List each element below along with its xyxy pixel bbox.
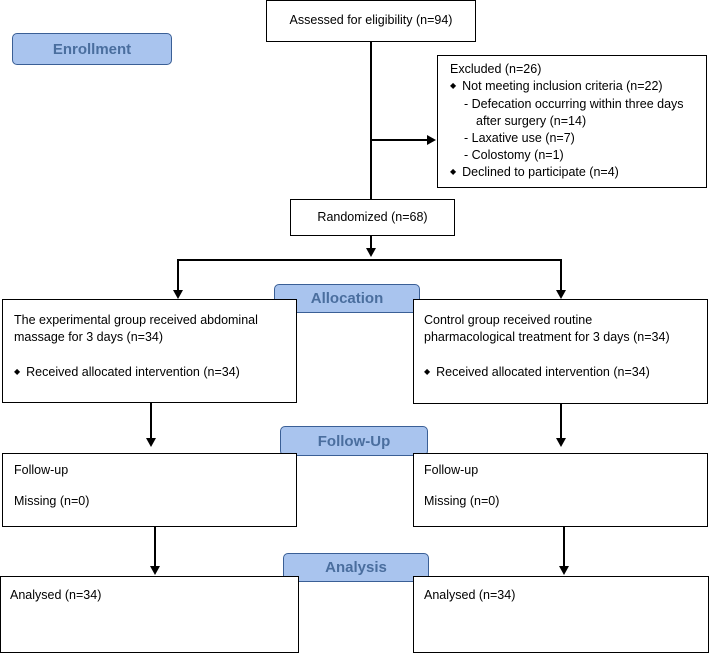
connector-to-excluded xyxy=(371,139,427,141)
connector-exp-analysis xyxy=(154,527,156,566)
control-received: Received allocated intervention (n=34) xyxy=(424,364,707,382)
connector-ctrl-followup xyxy=(560,404,562,439)
experimental-received: Received allocated intervention (n=34) xyxy=(14,364,296,382)
experimental-missing: Missing (n=0) xyxy=(14,494,90,508)
arrow-ctrl-analysis xyxy=(559,566,569,575)
stage-followup: Follow-Up xyxy=(280,426,428,456)
assessed-box: Assessed for eligibility (n=94) xyxy=(266,0,476,42)
excluded-defecation-2: after surgery (n=14) xyxy=(476,114,587,128)
randomized-box: Randomized (n=68) xyxy=(290,199,455,236)
stage-enrollment: Enrollment xyxy=(12,33,172,65)
arrow-ctrl-followup xyxy=(556,438,566,447)
experimental-analysed: Analysed (n=34) xyxy=(10,588,102,602)
control-line2: pharmacological treatment for 3 days (n=… xyxy=(424,330,670,344)
connector-exp-followup xyxy=(150,403,152,439)
arrow-randomized xyxy=(366,248,376,257)
stage-followup-label: Follow-Up xyxy=(317,432,391,450)
stage-analysis: Analysis xyxy=(283,553,429,582)
control-line1: Control group received routine xyxy=(424,313,593,327)
experimental-allocation-box: The experimental group received abdomina… xyxy=(2,299,297,403)
excluded-colostomy: - Colostomy (n=1) xyxy=(464,148,564,162)
connector-assessed-randomized xyxy=(370,42,372,199)
connector-ctrl-analysis xyxy=(563,527,565,566)
stage-enrollment-label: Enrollment xyxy=(52,40,132,58)
excluded-not-meeting: Not meeting inclusion criteria (n=22) xyxy=(450,78,706,96)
connector-split-left xyxy=(177,259,179,290)
excluded-title: Excluded (n=26) xyxy=(450,62,542,76)
excluded-declined: Declined to participate (n=4) xyxy=(450,164,706,182)
excluded-box: Excluded (n=26) Not meeting inclusion cr… xyxy=(437,55,707,188)
experimental-analysis-box: Analysed (n=34) xyxy=(0,576,299,653)
control-analysis-box: Analysed (n=34) xyxy=(413,576,709,653)
stage-allocation-label: Allocation xyxy=(310,290,384,307)
experimental-followup-box: Follow-up Missing (n=0) xyxy=(2,453,297,527)
control-followup: Follow-up xyxy=(424,463,479,477)
stage-allocation: Allocation xyxy=(274,284,420,313)
excluded-defecation-1: - Defecation occurring within three days xyxy=(464,97,684,111)
arrow-exp-analysis xyxy=(150,566,160,575)
control-missing: Missing (n=0) xyxy=(424,494,500,508)
arrow-to-excluded xyxy=(427,135,436,145)
randomized-text: Randomized (n=68) xyxy=(317,210,428,224)
control-allocation-box: Control group received routine pharmacol… xyxy=(413,299,708,404)
arrow-left-allocation xyxy=(173,290,183,299)
connector-randomized-down xyxy=(370,236,372,249)
experimental-followup: Follow-up xyxy=(14,463,69,477)
assessed-text: Assessed for eligibility (n=94) xyxy=(289,13,453,27)
connector-split xyxy=(177,259,562,261)
arrow-right-allocation xyxy=(556,290,566,299)
control-analysed: Analysed (n=34) xyxy=(424,588,516,602)
connector-split-right xyxy=(560,259,562,290)
experimental-line1: The experimental group received abdomina… xyxy=(14,313,258,327)
arrow-exp-followup xyxy=(146,438,156,447)
excluded-laxative: - Laxative use (n=7) xyxy=(464,131,575,145)
stage-analysis-label: Analysis xyxy=(325,559,387,576)
experimental-line2: massage for 3 days (n=34) xyxy=(14,330,164,344)
control-followup-box: Follow-up Missing (n=0) xyxy=(413,453,708,527)
